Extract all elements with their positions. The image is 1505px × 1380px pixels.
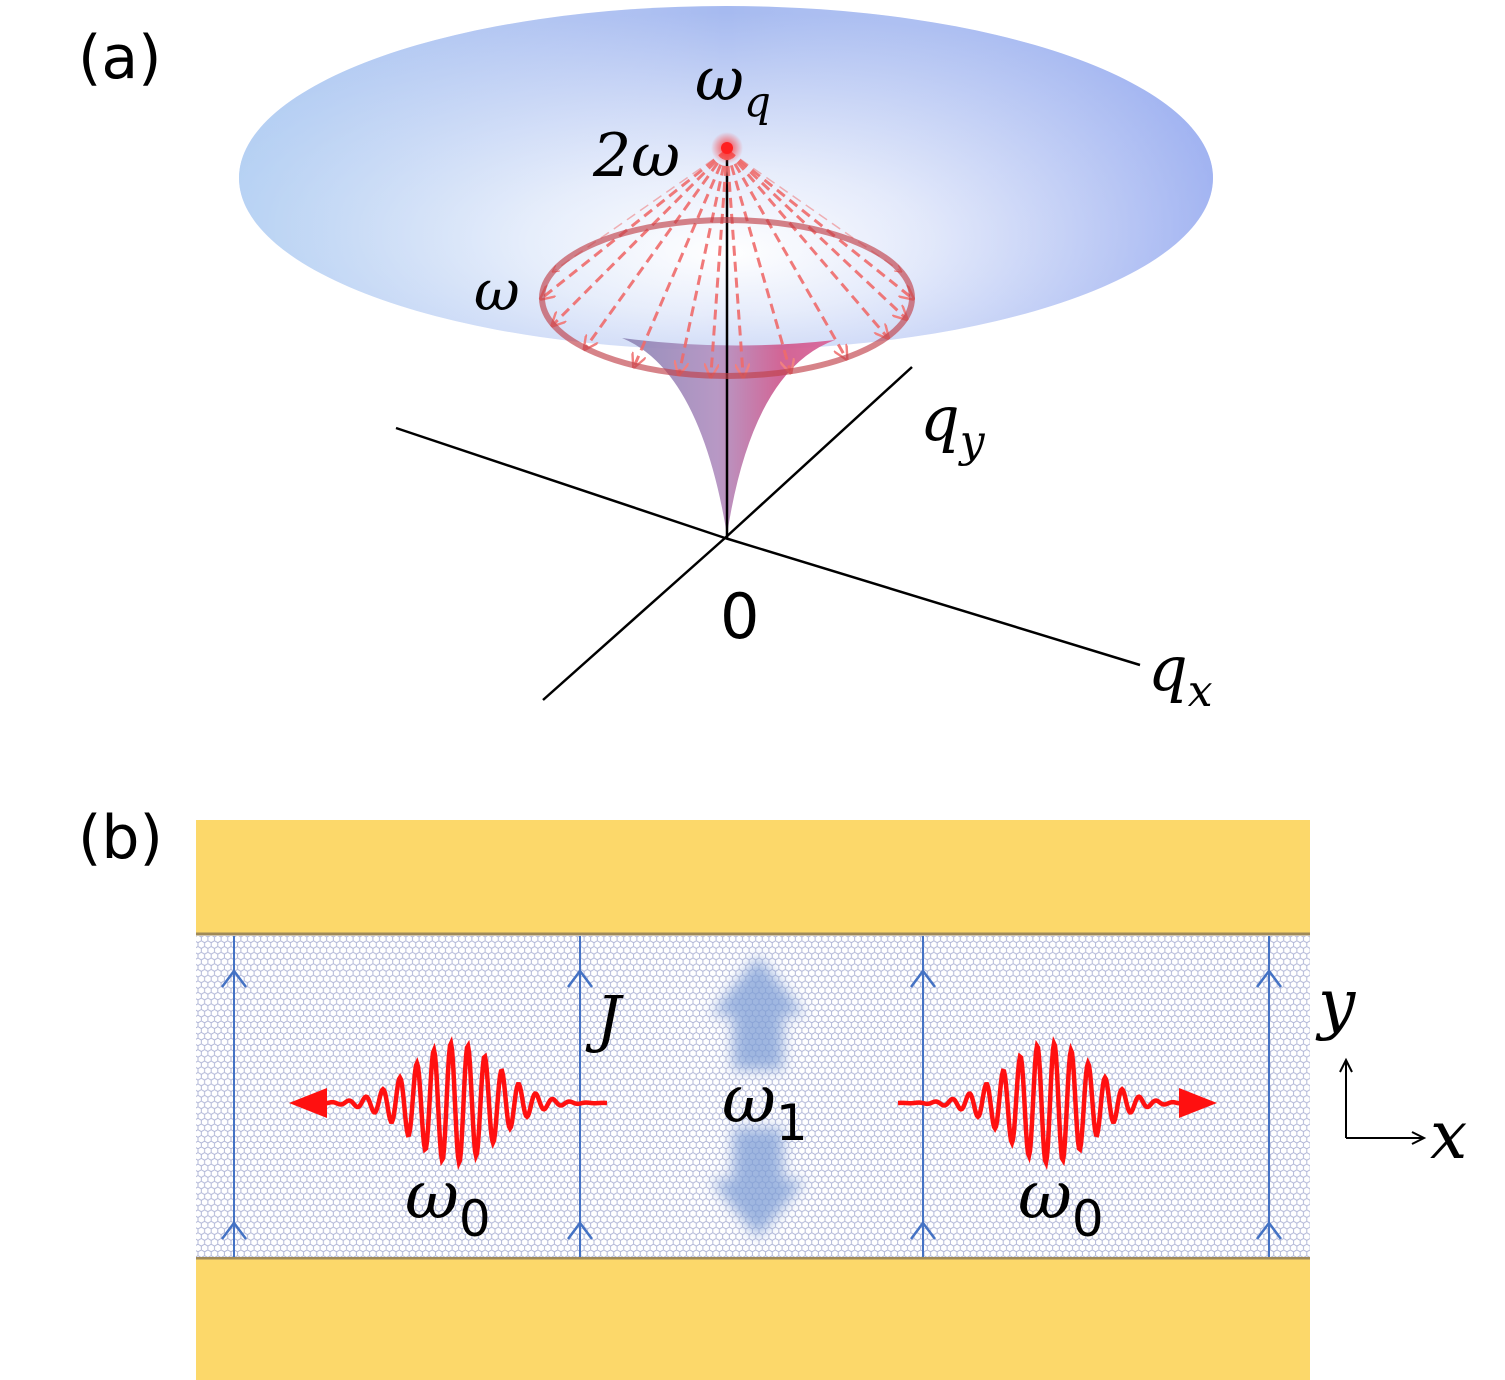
current-chevron bbox=[910, 1220, 936, 1240]
current-chevron bbox=[567, 968, 593, 988]
y-axis-label: y bbox=[1315, 965, 1356, 1042]
omega1-double-arrow bbox=[711, 956, 805, 1238]
current-chevron bbox=[567, 1220, 593, 1240]
omega0-right-label: ω0 bbox=[1018, 1157, 1104, 1248]
emission-ray bbox=[635, 149, 729, 366]
qx-axis-front bbox=[724, 536, 1141, 667]
omega-ring bbox=[539, 217, 915, 379]
current-chevron bbox=[910, 968, 936, 988]
omega-q-label: ωq bbox=[695, 45, 771, 126]
emission-ray bbox=[726, 148, 912, 298]
top-electrode bbox=[196, 820, 1310, 934]
emission-ray bbox=[553, 148, 729, 325]
emission-ray bbox=[542, 148, 728, 298]
current-chevron bbox=[221, 968, 247, 988]
wave-right-arrowhead bbox=[1179, 1088, 1217, 1118]
panel-b-label: (b) bbox=[78, 803, 163, 873]
emission-ray bbox=[679, 149, 729, 373]
wave-packet-right bbox=[897, 1035, 1217, 1171]
emission-ray bbox=[725, 149, 887, 337]
emission-ray bbox=[725, 149, 743, 376]
origin-label: 0 bbox=[720, 580, 759, 653]
qy-label: qy bbox=[920, 382, 986, 467]
emission-rays bbox=[542, 148, 912, 376]
y-arrow-head bbox=[1339, 1057, 1353, 1073]
current-chevron bbox=[1256, 1220, 1282, 1240]
axes-3d bbox=[395, 366, 913, 540]
emission-ray bbox=[585, 149, 729, 348]
qx-label: qx bbox=[1148, 632, 1213, 717]
qy-axis-back bbox=[724, 366, 913, 539]
emission-ray bbox=[725, 149, 846, 358]
emission-ray bbox=[711, 149, 729, 376]
panel-a-label: (a) bbox=[78, 23, 162, 93]
wave-right-trace bbox=[897, 1035, 1186, 1171]
two-omega-label: 2ω bbox=[592, 121, 680, 191]
x-arrow-head bbox=[1411, 1131, 1427, 1145]
axes-front bbox=[542, 536, 1141, 701]
bottom-electrode bbox=[196, 1258, 1310, 1380]
omega1-label: ω1 bbox=[722, 1061, 808, 1152]
current-lines bbox=[221, 936, 1282, 1257]
omega0-left-label: ω0 bbox=[405, 1157, 491, 1248]
current-chevron bbox=[1256, 968, 1282, 988]
emission-ray bbox=[725, 149, 790, 371]
x-axis-label: x bbox=[1430, 1097, 1467, 1174]
qx-axis-back bbox=[395, 426, 726, 540]
two-omega-dot bbox=[721, 142, 733, 154]
qy-axis-front bbox=[542, 537, 726, 701]
wave-left-trace bbox=[319, 1035, 608, 1171]
omega-ring-label: ω bbox=[474, 259, 520, 324]
wave-left-arrowhead bbox=[289, 1088, 327, 1118]
dispersion-cone bbox=[622, 338, 835, 535]
wave-packet-left bbox=[289, 1035, 608, 1171]
current-chevron bbox=[221, 1220, 247, 1240]
xy-axes-inset bbox=[1339, 1057, 1427, 1145]
emission-ray bbox=[725, 148, 906, 318]
